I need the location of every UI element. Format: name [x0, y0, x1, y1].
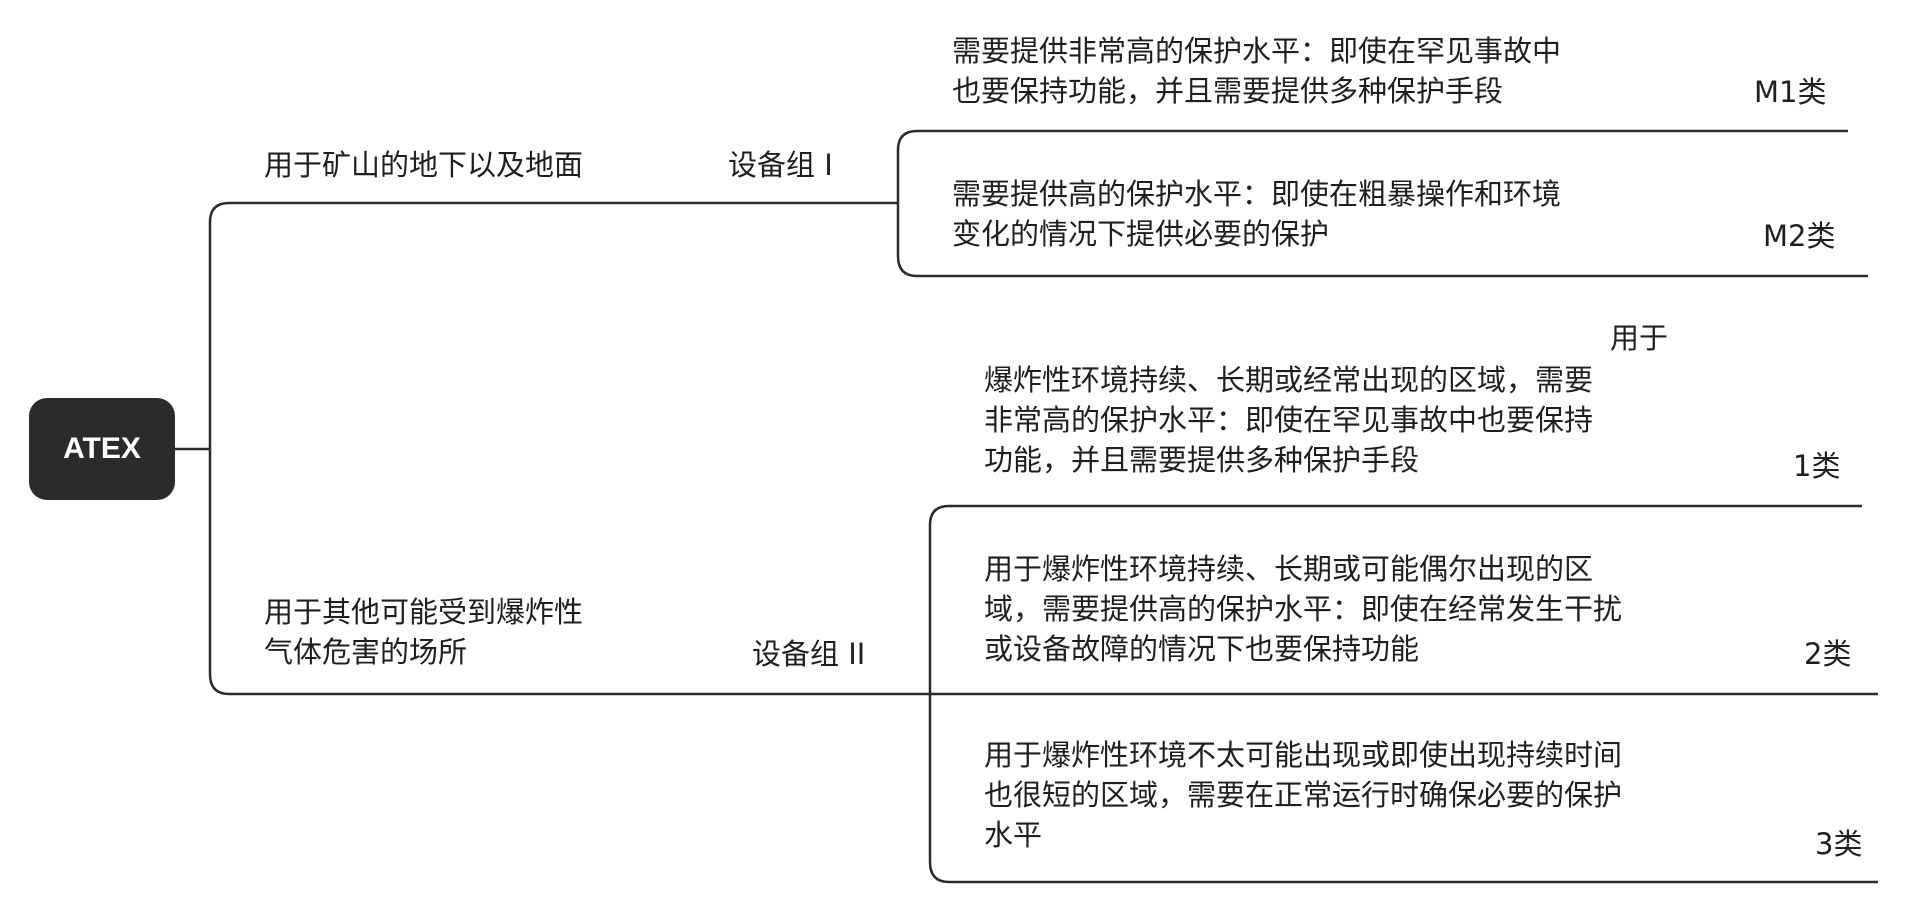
cat3-connector [928, 694, 1878, 884]
group-1-label: 设备组 I [728, 148, 833, 182]
cat3-label: 3类 [1815, 827, 1863, 861]
cat2-description: 用于爆炸性环境持续、长期或可能偶尔出现的区 域，需要提供高的保护水平：即使在经常… [984, 552, 1623, 666]
m1-connector [896, 129, 1848, 203]
cat1-connector [928, 504, 1862, 694]
root-label: ATEX [63, 432, 141, 465]
m1-label: M1类 [1754, 75, 1827, 109]
cat1-description: 爆炸性环境持续、长期或经常出现的区域，需要 非常高的保护水平：即使在罕见事故中也… [984, 363, 1594, 477]
cat3-description: 用于爆炸性环境不太可能出现或即使出现持续时间 也很短的区域，需要在正常运行时确保… [984, 738, 1623, 852]
group-2-label: 设备组 II [752, 637, 866, 671]
group-2-connector [208, 449, 930, 696]
root-node-atex: ATEX [29, 398, 175, 500]
cat2-label: 2类 [1804, 637, 1852, 671]
m2-connector [896, 203, 1868, 278]
m2-description: 需要提供高的保护水平：即使在粗暴操作和环境 变化的情况下提供必要的保护 [952, 177, 1562, 251]
group-1-connector [208, 201, 898, 449]
m1-description: 需要提供非常高的保护水平：即使在罕见事故中 也要保持功能，并且需要提供多种保护手… [952, 34, 1562, 108]
cat1-description-lead: 用于 [1610, 321, 1669, 355]
m2-label: M2类 [1763, 219, 1836, 253]
group-2-description: 用于其他可能受到爆炸性 气体危害的场所 [264, 595, 584, 669]
group-1-description: 用于矿山的地下以及地面 [264, 148, 584, 182]
cat1-label: 1类 [1793, 449, 1841, 483]
